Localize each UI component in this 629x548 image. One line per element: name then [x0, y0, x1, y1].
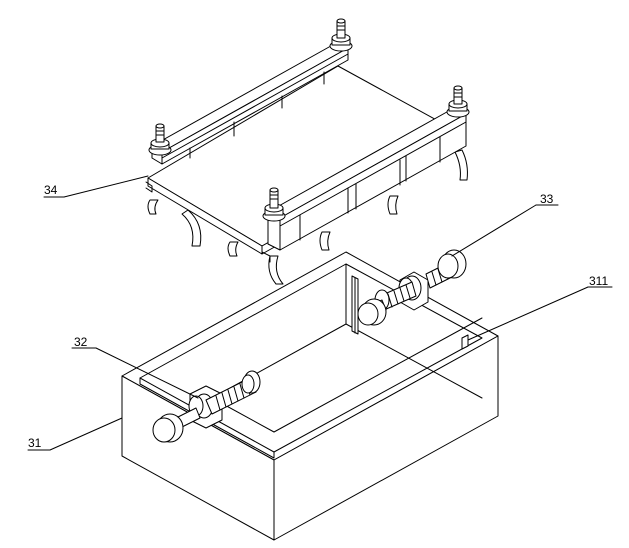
screw-assembly-33 — [357, 249, 467, 326]
center-divider — [351, 275, 359, 335]
bolt-back-left — [148, 123, 172, 156]
bolt-front-right — [446, 85, 470, 118]
box-right-face — [273, 335, 499, 541]
leader-34-arm — [63, 175, 149, 198]
label-311: 311 — [589, 274, 608, 288]
front-rail — [267, 107, 467, 251]
leader-lines — [27, 175, 613, 451]
leader-311-arm — [467, 286, 589, 341]
side-slot-311 — [461, 334, 469, 350]
screw-assembly-32 — [152, 370, 261, 443]
bolt-front-left — [262, 187, 286, 222]
leader-33-arm — [451, 204, 537, 257]
box-body — [121, 251, 499, 541]
leader-31-arm — [49, 417, 123, 451]
label-34: 34 — [44, 183, 58, 197]
label-33: 33 — [540, 192, 554, 206]
reference-labels: 34 33 311 32 31 — [28, 183, 608, 450]
label-32: 32 — [74, 335, 88, 349]
arc-clips — [147, 149, 468, 285]
label-31: 31 — [28, 436, 42, 450]
bolt-back-right — [329, 18, 353, 52]
clamp-frame-assembly — [145, 18, 470, 285]
leader-32-arm — [95, 347, 199, 399]
